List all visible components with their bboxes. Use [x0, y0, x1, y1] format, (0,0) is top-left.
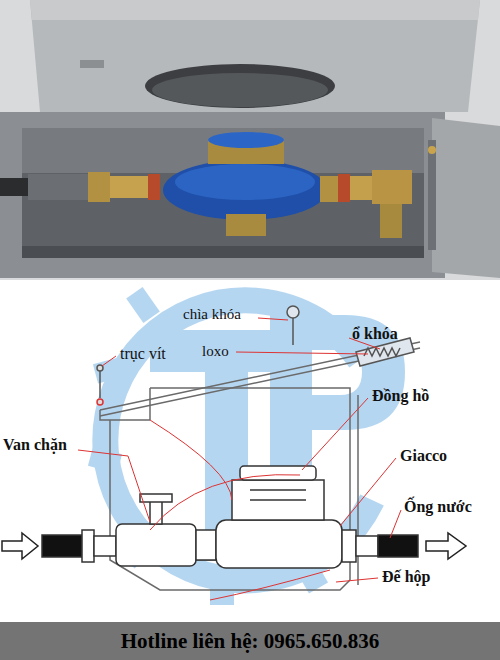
part-label: Đế hộp: [382, 568, 430, 586]
hotline-bar: Hotline liên hệ: 0965.650.836: [0, 622, 500, 660]
hotline-bar-ground: [0, 622, 500, 660]
key-lock: [287, 306, 414, 366]
part-label: Giacco: [400, 447, 447, 465]
part-label: Đồng hồ: [372, 387, 429, 405]
part-label: Van chặn: [3, 436, 67, 454]
meter-box-drawing: [100, 342, 420, 590]
meter-box-photo: [0, 0, 500, 280]
leader-lines: [78, 318, 401, 600]
part-label: loxo: [202, 343, 229, 360]
watermark-logo: [88, 287, 405, 605]
part-label: ổ khóa: [352, 325, 398, 343]
hotline-text: Hotline liên hệ: 0965.650.836: [121, 629, 379, 654]
screw: [97, 365, 103, 405]
flow-arrows: [2, 533, 466, 559]
part-label: Ống nước: [404, 498, 472, 516]
part-label: trục vít: [120, 345, 166, 363]
part-label: chìa khóa: [183, 306, 241, 323]
